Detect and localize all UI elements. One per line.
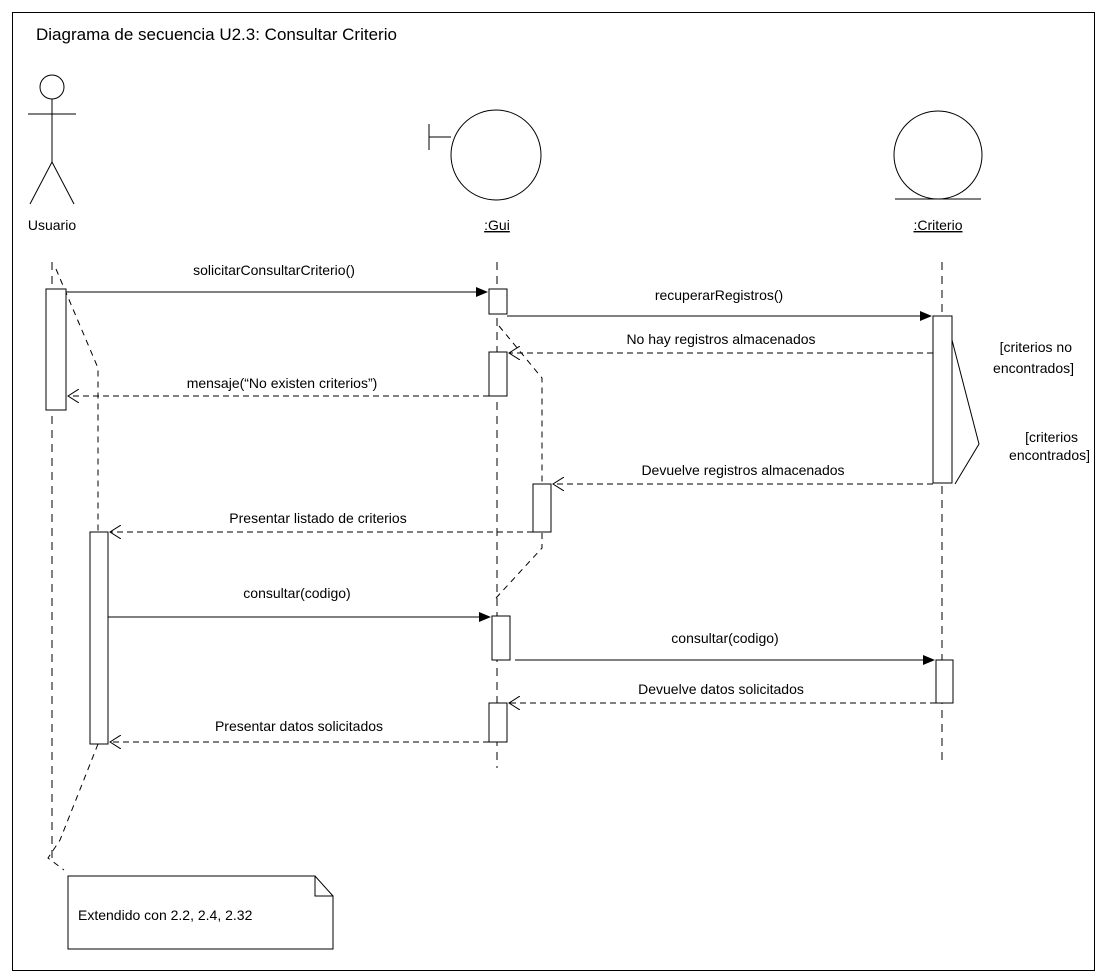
diagram-frame — [12, 12, 1095, 971]
message-label: solicitarConsultarCriterio() — [193, 262, 355, 278]
activation-bar — [45, 288, 67, 411]
message-label: Presentar listado de criterios — [229, 510, 406, 526]
message-label: mensaje(“No existen criterios”) — [187, 375, 378, 391]
message-label: Presentar datos solicitados — [215, 718, 383, 734]
activation-bar — [488, 288, 508, 315]
note-fold-icon — [314, 876, 333, 897]
guard-brace — [951, 339, 980, 485]
message-label: consultar(codigo) — [243, 585, 350, 601]
actor-label: Usuario — [28, 217, 76, 233]
guard-condition: encontrados] — [993, 360, 1074, 376]
activation-bar — [932, 315, 953, 484]
activation-bar — [532, 483, 552, 533]
activation-bar — [89, 531, 109, 745]
note-text: Extendido con 2.2, 2.4, 2.32 — [78, 907, 253, 923]
entity-label: :Criterio — [913, 217, 962, 233]
continuation-line — [498, 325, 543, 484]
message-label: Devuelve datos solicitados — [638, 681, 804, 697]
gui-label: :Gui — [484, 217, 510, 233]
message-label: recuperarRegistros() — [655, 287, 783, 303]
note: Extendido con 2.2, 2.4, 2.32 — [67, 875, 334, 950]
activation-bar — [488, 351, 508, 397]
activation-bar — [488, 702, 508, 743]
entity-icon — [893, 110, 983, 200]
stick-figure-icon — [28, 74, 76, 205]
continuation-line — [47, 743, 99, 871]
message-label: No hay registros almacenados — [626, 331, 815, 347]
guard-condition: [criterios no — [1000, 339, 1073, 355]
message-label: consultar(codigo) — [671, 630, 778, 646]
boundary-icon — [428, 109, 542, 201]
diagram-title: Diagrama de secuencia U2.3: Consultar Cr… — [36, 25, 397, 44]
guard-condition: encontrados] — [1009, 447, 1090, 463]
continuation-line — [55, 268, 99, 534]
activation-bar — [491, 615, 511, 661]
message-label: Devuelve registros almacenados — [641, 462, 844, 478]
activation-bar — [935, 659, 954, 704]
guard-condition: [criterios — [1025, 429, 1078, 445]
continuation-line — [495, 533, 543, 599]
